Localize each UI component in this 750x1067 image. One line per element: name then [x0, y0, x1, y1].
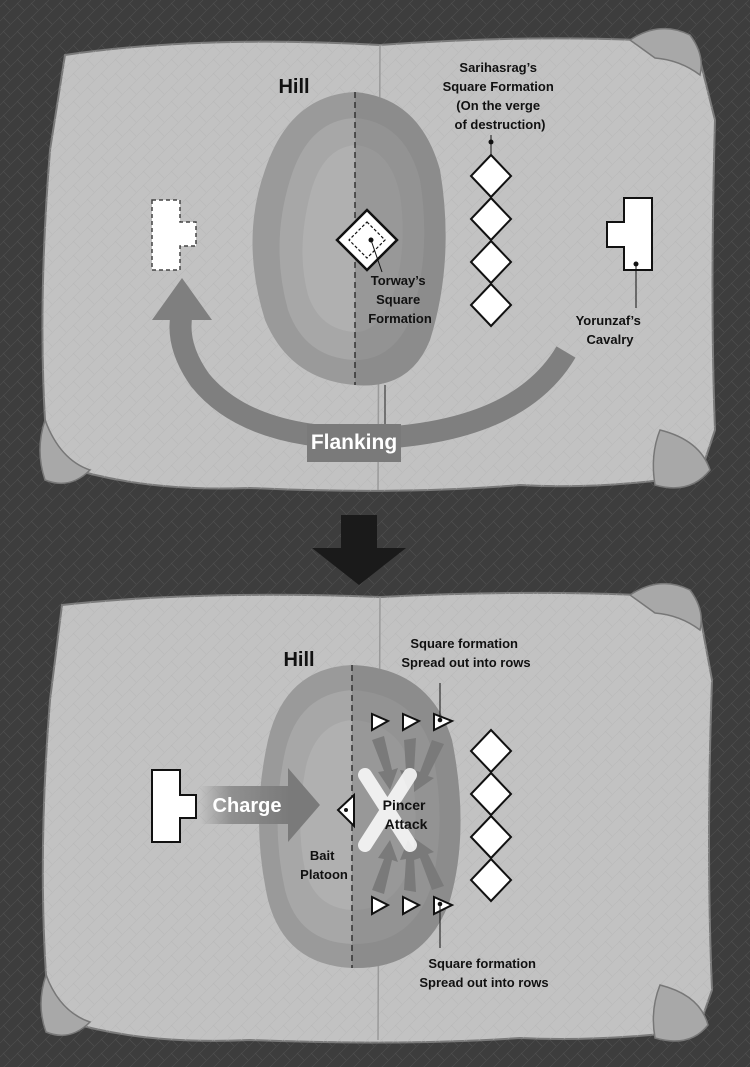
pincer-cross-icon: [358, 768, 417, 852]
bottom-square-label: Square formation Spread out into rows: [419, 956, 548, 990]
bottom-map: Hill Charge Bait Platoon: [40, 582, 714, 1044]
player-army-unit: [151, 769, 197, 843]
flanking-banner: [307, 424, 401, 462]
top-map: Hill Flanking Torway’s Square Formation: [39, 27, 717, 492]
bottom-row-units: [371, 895, 455, 948]
top-square-label: Square formation Spread out into rows: [401, 636, 530, 670]
charge-arrow-icon: [200, 768, 320, 842]
torway-square-formation: [335, 208, 399, 273]
torway-label: Torway’s Square Formation: [368, 273, 432, 326]
down-arrow-icon: [312, 515, 406, 585]
bait-platoon-unit: [336, 792, 355, 829]
top-row-units: [371, 683, 455, 732]
ghost-cavalry-unit: [151, 199, 197, 271]
top-hill-label: Hill: [278, 76, 309, 98]
bottom-hill-label: Hill: [283, 649, 314, 671]
pincer-arrows-bottom: [372, 838, 444, 894]
yorunzaf-label: Yorunzaf’s Cavalry: [576, 313, 645, 347]
curl-corner: [628, 27, 702, 77]
enemy-square-formation: [469, 728, 513, 903]
bait-label: Bait Platoon: [300, 848, 348, 882]
charge-label: Charge: [213, 795, 282, 817]
pincer-label: Pincer Attack: [383, 797, 430, 832]
flanking-label: Flanking: [311, 431, 397, 454]
yorunzaf-cavalry-unit: [606, 197, 653, 271]
sarihasrag-label: Sarihasrag’s Square Formation (On the ve…: [443, 60, 558, 132]
sarihasrag-square-formation: [469, 135, 513, 328]
